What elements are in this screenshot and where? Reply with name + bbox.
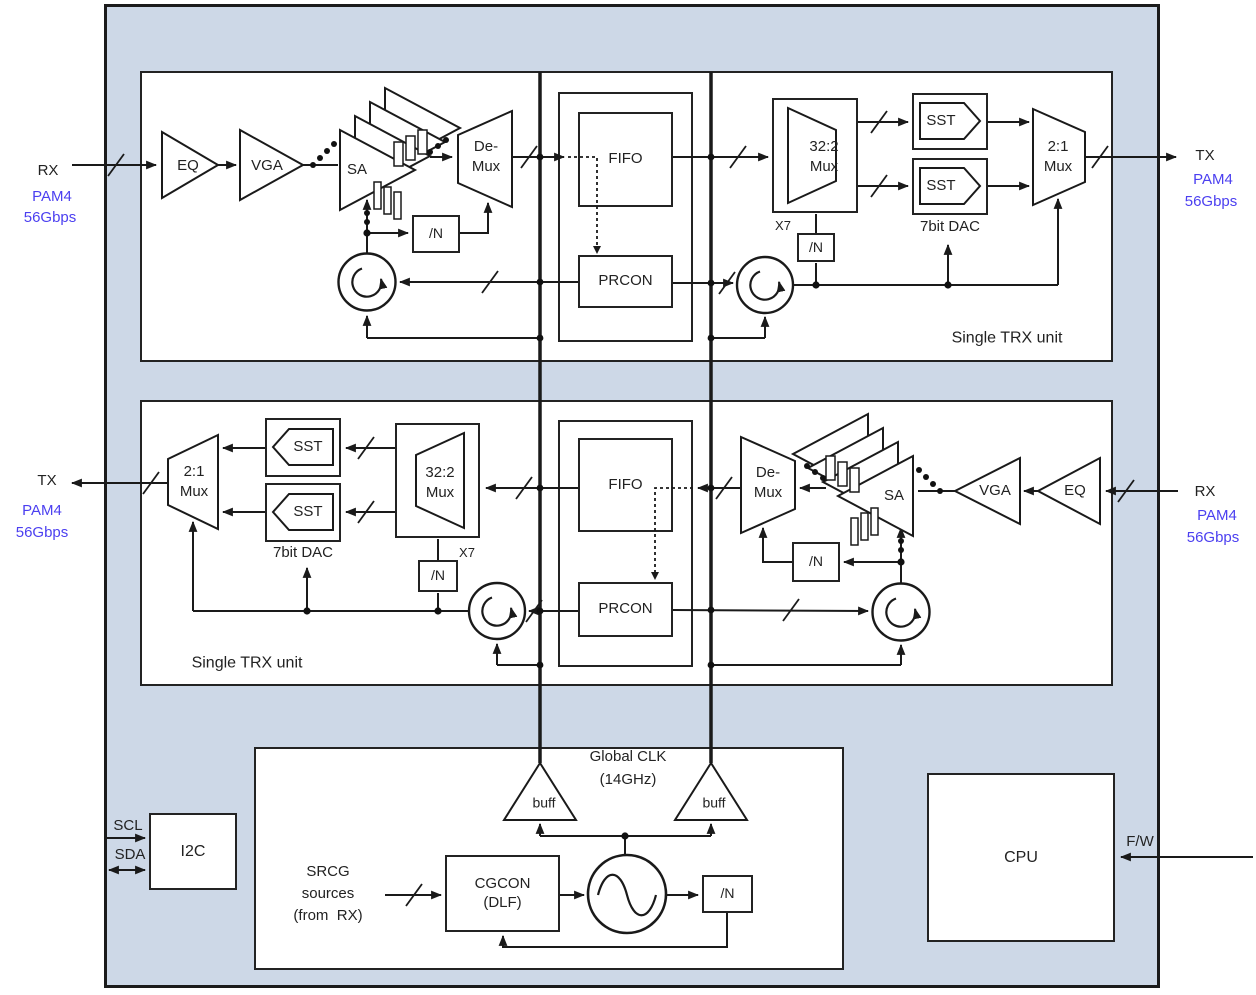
buff-label-right: buff [702,794,726,811]
rate-label-unit1: 56Gbps [23,209,77,226]
mux21-label-unit1-line1: 2:1 [1047,138,1069,155]
divn-block-clock: /N [702,875,753,913]
sst-label-unit2-a: SST [293,438,323,455]
pam4-label-unit1-tx: PAM4 [1193,171,1233,188]
x7-label-unit2: X7 [459,545,475,561]
sa-label-unit2: SA [883,487,905,504]
rate-label-unit1-tx: 56Gbps [1184,193,1238,210]
pam4-label-unit1: PAM4 [32,188,72,205]
divn-label: /N [809,553,823,570]
divn-block-unit1-rx: /N [412,215,460,253]
demux-label-unit2-line2: Mux [753,484,783,501]
rx-label-unit2: RX [1194,483,1216,500]
mux21-label-unit2-line1: 2:1 [183,463,205,480]
dac-label-unit2: 7bit DAC [272,544,334,561]
divn-block-unit2-rx: /N [792,542,840,582]
global-clk-label-line2: (14GHz) [599,771,657,788]
demux-label-unit1-line2: Mux [471,158,501,175]
scl-label: SCL [113,817,143,834]
demux-label-unit1-line1: De- [473,138,499,155]
divn-label: /N [720,885,735,902]
mux322-label-unit1-line1: 32:2 [809,138,839,155]
divn-block-unit2-tx: /N [418,560,458,592]
cgcon-block: CGCON (DLF) [445,855,560,932]
sda-label: SDA [114,846,146,863]
divn-label: /N [429,225,443,242]
i2c-label: I2C [180,842,206,860]
rx-label-unit1: RX [37,162,59,179]
cgcon-label-line1: CGCON [474,874,531,892]
pam4-label-unit2-tx: PAM4 [22,502,62,519]
trx-unit2-caption: Single TRX unit [191,654,303,672]
global-clk-label-line1: Global CLK [589,748,667,765]
vga-label-unit1: VGA [251,157,283,174]
divn-block-unit1-tx: /N [797,233,835,262]
tx-label-unit2: TX [37,472,57,489]
eq-label-unit2: EQ [1064,482,1086,499]
mux322-label-unit2-line1: 32:2 [425,464,455,481]
fw-label: F/W [1126,833,1154,850]
fifo-block-unit1: FIFO [578,112,673,207]
trx-unit1-caption: Single TRX unit [951,329,1063,347]
dac-label-unit1: 7bit DAC [919,218,981,235]
srcg-label-line1: SRCG [306,863,350,880]
fifo-label: FIFO [608,475,643,493]
prcon-block-unit2: PRCON [578,582,673,637]
sst-label-unit1-b: SST [926,177,956,194]
cgcon-label-line2: (DLF) [483,893,522,911]
srcg-label-line2: sources [301,885,355,902]
divn-label: /N [431,567,445,584]
mux21-label-unit2-line2: Mux [179,483,209,500]
vga-label-unit2: VGA [979,482,1011,499]
sst-label-unit2-b: SST [293,503,323,520]
fifo-label: FIFO [608,150,643,168]
divn-label: /N [809,238,823,255]
x7-label-unit1: X7 [775,218,791,234]
rate-label-unit2-tx: 56Gbps [15,524,69,541]
demux-label-unit2-line1: De- [755,464,781,481]
cpu-label: CPU [1004,848,1038,866]
cpu-block: CPU [927,773,1115,942]
buff-label-left: buff [532,794,556,811]
prcon-block-unit1: PRCON [578,255,673,308]
i2c-block: I2C [149,813,237,890]
fifo-block-unit2: FIFO [578,438,673,532]
eq-label-unit1: EQ [177,157,199,174]
mux322-label-unit1-line2: Mux [809,158,839,175]
rate-label-unit2: 56Gbps [1186,529,1240,546]
prcon-label: PRCON [598,600,653,618]
sst-label-unit1-a: SST [926,112,956,129]
sa-label-unit1: SA [346,161,368,178]
tx-label-unit1: TX [1195,147,1215,164]
srcg-label-line3: (from RX) [293,907,363,924]
mux21-label-unit1-line2: Mux [1043,158,1073,175]
pam4-label-unit2: PAM4 [1197,507,1237,524]
prcon-label: PRCON [598,272,653,290]
mux322-label-unit2-line2: Mux [425,484,455,501]
